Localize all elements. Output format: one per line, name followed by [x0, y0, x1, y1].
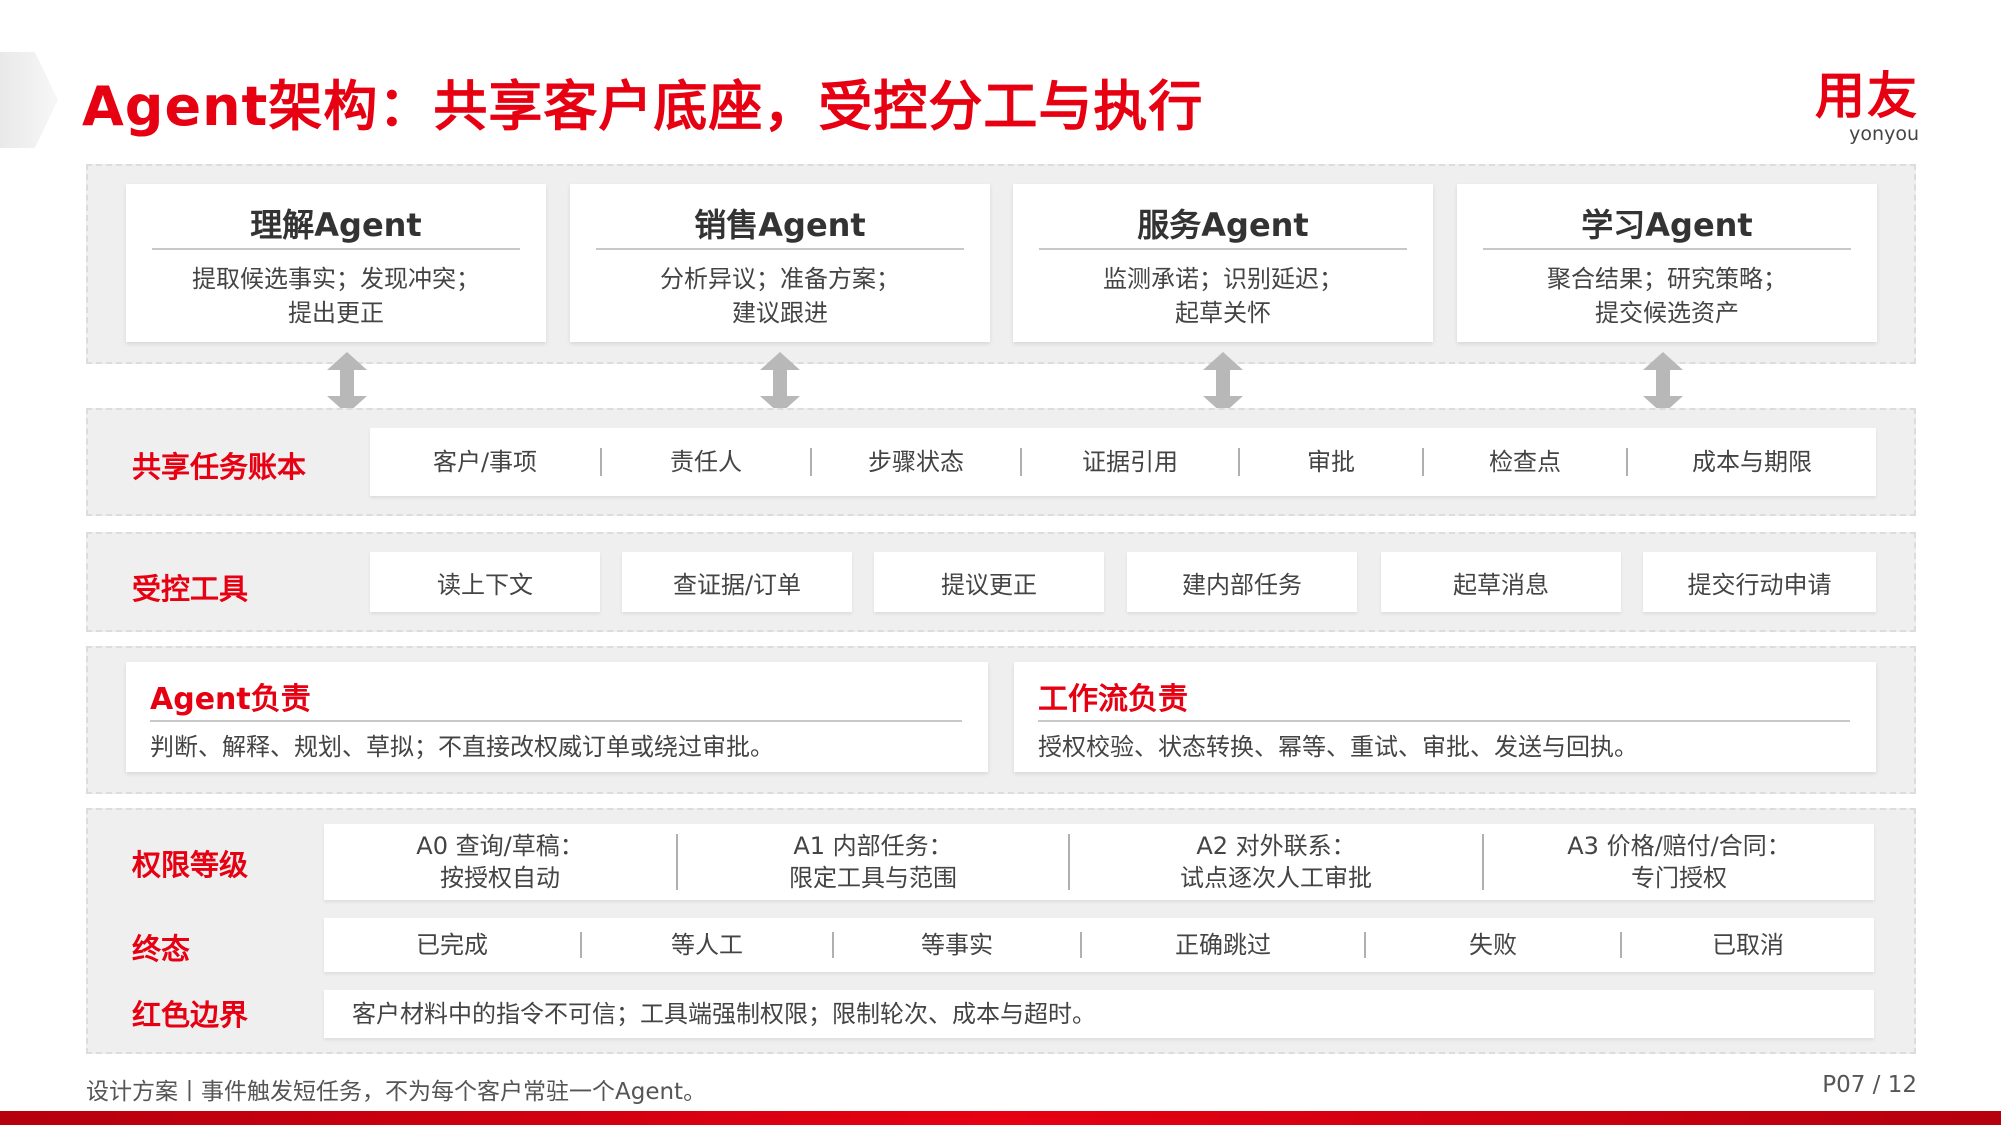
- agent-card-sales: 销售Agent 分析异议；准备方案； 建议跟进: [570, 184, 990, 342]
- separator: [1422, 448, 1424, 476]
- separator: [810, 448, 812, 476]
- permission-level-name: A2 对外联系：: [1196, 832, 1356, 860]
- ledger-strip: 客户/事项 责任人 步骤状态 证据引用 审批 检查点 成本与期限: [370, 428, 1876, 496]
- separator: [600, 448, 602, 476]
- agent-card-service: 服务Agent 监测承诺；识别延迟； 起草关怀: [1013, 184, 1433, 342]
- logo-text: 用友: [1815, 67, 1919, 125]
- ledger-item: 成本与期限: [1692, 448, 1812, 476]
- bidirectional-arrow-icon: [1203, 352, 1243, 414]
- separator: [1620, 932, 1622, 958]
- ledger-item: 证据引用: [1082, 448, 1178, 476]
- final-state: 已完成: [416, 931, 488, 959]
- permission-level-name: A0 查询/草稿：: [416, 832, 584, 860]
- permission-level: A0 查询/草稿： 按授权自动: [324, 824, 676, 900]
- divider: [1038, 720, 1850, 722]
- final-state: 失败: [1469, 931, 1517, 959]
- brand-logo: 用友 yonyou: [1769, 68, 1919, 144]
- responsibility-title: Agent负责: [150, 682, 311, 717]
- tool-draft-message: 起草消息: [1381, 552, 1621, 612]
- permissions-label: 权限等级: [132, 848, 249, 882]
- agent-description: 监测承诺；识别延迟； 起草关怀: [1103, 265, 1343, 327]
- separator: [1238, 448, 1240, 476]
- agent-description: 提取候选事实；发现冲突； 提出更正: [192, 265, 480, 327]
- separator: [1020, 448, 1022, 476]
- decorative-chevron: [0, 52, 58, 148]
- permission-level: A2 对外联系： 试点逐次人工审批: [1070, 824, 1482, 900]
- bidirectional-arrow-icon: [327, 352, 367, 414]
- permission-level-name: A1 内部任务：: [793, 832, 953, 860]
- final-state: 已取消: [1712, 931, 1784, 959]
- footer-note: 设计方案丨事件触发短任务，不为每个客户常驻一个Agent。: [86, 1079, 707, 1105]
- bidirectional-arrow-icon: [760, 352, 800, 414]
- logo-subtext: yonyou: [1849, 123, 1919, 145]
- final-states-strip: 已完成 等人工 等事实 正确跳过 失败 已取消: [324, 918, 1874, 972]
- page-title: Agent架构：共享客户底座，受控分工与执行: [82, 75, 1204, 138]
- separator: [832, 932, 834, 958]
- workflow-responsibility-card: 工作流负责 授权校验、状态转换、幂等、重试、审批、发送与回执。: [1014, 662, 1876, 772]
- ledger-label: 共享任务账本: [132, 450, 307, 484]
- tool-propose-correction: 提议更正: [874, 552, 1104, 612]
- permission-level: A3 价格/赔付/合同： 专门授权: [1484, 824, 1874, 900]
- final-states-label: 终态: [132, 932, 191, 966]
- red-boundary-label: 红色边界: [132, 998, 249, 1032]
- agent-card-understand: 理解Agent 提取候选事实；发现冲突； 提出更正: [126, 184, 546, 342]
- red-boundary-strip: 客户材料中的指令不可信；工具端强制权限；限制轮次、成本与超时。: [324, 990, 1874, 1038]
- bottom-accent-bar: [0, 1111, 2001, 1125]
- separator: [1080, 932, 1082, 958]
- ledger-item: 审批: [1307, 448, 1355, 476]
- permission-level-rule: 按授权自动: [440, 864, 560, 892]
- permission-level-rule: 限定工具与范围: [789, 864, 957, 892]
- permissions-strip: A0 查询/草稿： 按授权自动 A1 内部任务： 限定工具与范围 A2 对外联系…: [324, 824, 1874, 900]
- separator: [1482, 834, 1484, 890]
- agent-description: 聚合结果；研究策略； 提交候选资产: [1547, 265, 1787, 327]
- divider: [596, 248, 964, 250]
- final-state: 等人工: [671, 931, 743, 959]
- divider: [150, 720, 962, 722]
- agent-title: 销售Agent: [694, 206, 866, 244]
- divider: [1483, 248, 1851, 250]
- tool-create-internal-task: 建内部任务: [1127, 552, 1357, 612]
- agent-responsibility-card: Agent负责 判断、解释、规划、草拟；不直接改权威订单或绕过审批。: [126, 662, 988, 772]
- permission-level-name: A3 价格/赔付/合同：: [1567, 832, 1791, 860]
- bidirectional-arrow-icon: [1643, 352, 1683, 414]
- agent-title: 学习Agent: [1581, 206, 1753, 244]
- divider: [152, 248, 520, 250]
- ledger-item: 步骤状态: [868, 448, 964, 476]
- separator: [580, 932, 582, 958]
- ledger-item: 责任人: [670, 448, 742, 476]
- responsibility-text: 判断、解释、规划、草拟；不直接改权威订单或绕过审批。: [150, 733, 774, 761]
- page-number: P07 / 12: [1822, 1072, 1917, 1098]
- tool-check-evidence: 查证据/订单: [622, 552, 852, 612]
- tool-submit-action-request: 提交行动申请: [1643, 552, 1876, 612]
- ledger-item: 检查点: [1489, 448, 1561, 476]
- permission-level: A1 内部任务： 限定工具与范围: [678, 824, 1068, 900]
- final-state: 正确跳过: [1175, 931, 1271, 959]
- separator: [676, 834, 678, 890]
- tool-read-context: 读上下文: [370, 552, 600, 612]
- red-boundary-text: 客户材料中的指令不可信；工具端强制权限；限制轮次、成本与超时。: [352, 1000, 1096, 1028]
- agent-description: 分析异议；准备方案； 建议跟进: [660, 265, 900, 327]
- separator: [1626, 448, 1628, 476]
- responsibility-text: 授权校验、状态转换、幂等、重试、审批、发送与回执。: [1038, 733, 1638, 761]
- agent-card-learning: 学习Agent 聚合结果；研究策略； 提交候选资产: [1457, 184, 1877, 342]
- divider: [1039, 248, 1407, 250]
- responsibility-title: 工作流负责: [1038, 682, 1188, 717]
- separator: [1068, 834, 1070, 890]
- agent-title: 服务Agent: [1137, 206, 1309, 244]
- final-state: 等事实: [921, 931, 993, 959]
- permission-level-rule: 试点逐次人工审批: [1180, 864, 1372, 892]
- ledger-item: 客户/事项: [432, 448, 538, 476]
- tools-label: 受控工具: [132, 572, 249, 606]
- agent-title: 理解Agent: [250, 206, 422, 244]
- permission-level-rule: 专门授权: [1631, 864, 1727, 892]
- separator: [1364, 932, 1366, 958]
